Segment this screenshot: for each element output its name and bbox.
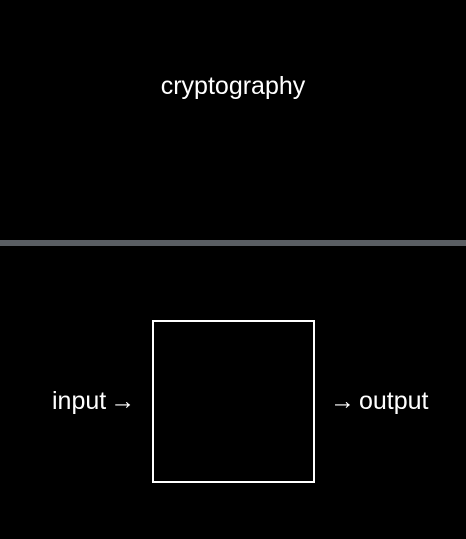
- top-panel: cryptography: [0, 0, 466, 240]
- input-label-group: input→: [52, 386, 139, 416]
- right-arrow-icon: →: [110, 387, 136, 415]
- black-box: [152, 320, 315, 483]
- right-arrow-icon: →: [330, 387, 355, 415]
- panel-divider: [0, 240, 466, 246]
- output-label: output: [359, 387, 429, 415]
- output-label-group: →output: [326, 386, 429, 416]
- input-label: input: [52, 387, 107, 415]
- title-text: cryptography: [160, 72, 306, 100]
